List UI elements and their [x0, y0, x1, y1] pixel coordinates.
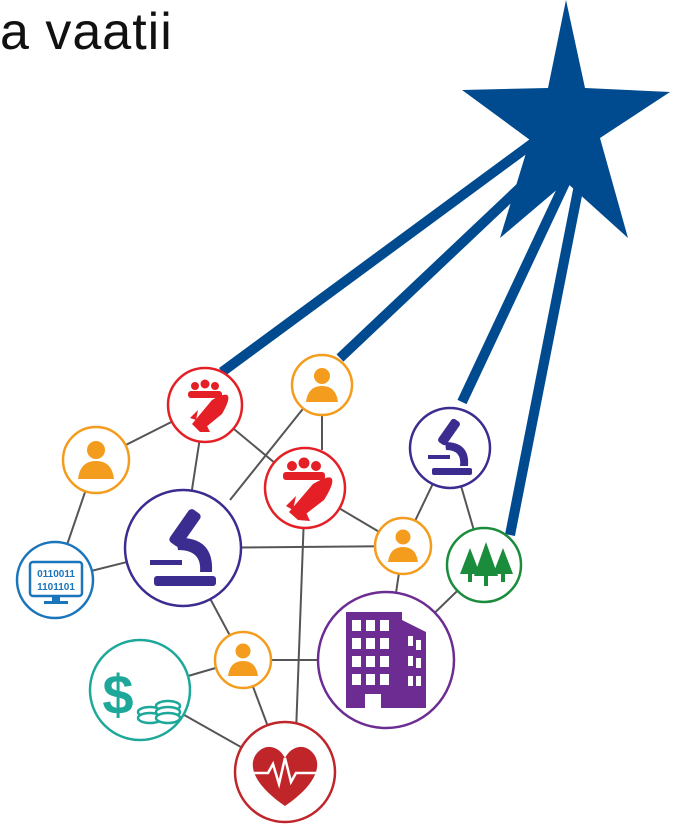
microscope-large-node	[123, 488, 243, 608]
beam	[505, 179, 585, 536]
person-icon	[388, 529, 418, 562]
star-icon	[462, 0, 670, 238]
binary-line-1: 0110011	[37, 569, 75, 580]
microscope-small-node	[408, 406, 492, 490]
person-icon	[306, 368, 338, 402]
binary-line-2: 1101101	[37, 582, 75, 593]
person-mid-right-node	[373, 516, 433, 576]
health-node	[233, 720, 337, 824]
title-text: a vaatii	[0, 3, 173, 61]
person-bottom-node	[213, 630, 273, 690]
beam	[219, 127, 551, 377]
dollar-sign: $	[102, 663, 133, 726]
microscope-icon	[428, 418, 472, 475]
money-icon: $	[102, 663, 182, 726]
person-icon	[78, 441, 114, 479]
person-left-node	[61, 425, 131, 495]
link	[294, 487, 306, 761]
person-top-node	[290, 353, 354, 417]
rocket-team-icon	[283, 457, 333, 521]
rocket-small-node	[166, 366, 244, 444]
data-node: 0110011 1101101	[15, 540, 95, 620]
microscope-icon	[150, 509, 216, 586]
computer-icon: 0110011 1101101	[28, 560, 84, 604]
beam	[457, 165, 577, 405]
building-icon	[346, 612, 426, 708]
tree-icon	[460, 542, 513, 586]
money-node: $	[88, 638, 192, 742]
building-node	[316, 590, 456, 730]
person-icon	[228, 643, 258, 676]
forest-node	[445, 526, 523, 604]
rocket-team-icon	[188, 379, 229, 432]
rocket-center-node	[263, 446, 347, 530]
heart-icon	[252, 746, 318, 806]
